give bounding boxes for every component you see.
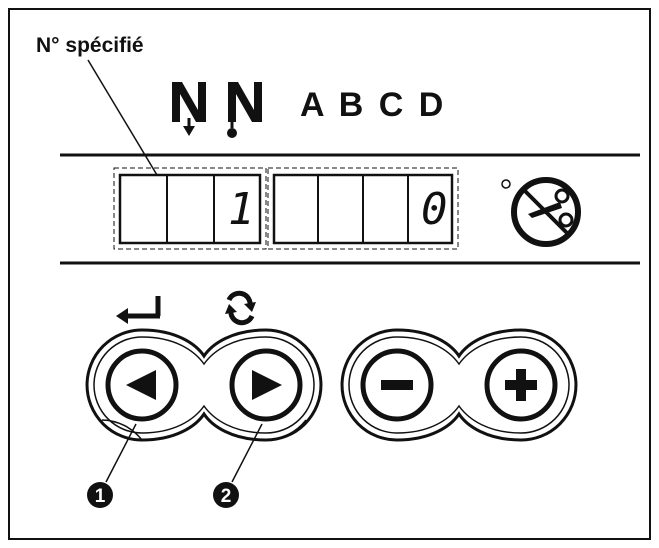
led-indicator-icon [501, 179, 511, 189]
left-display [113, 167, 267, 250]
minus-button[interactable] [360, 348, 434, 422]
specified-number-label: N° spécifié [36, 34, 144, 57]
left-arrow-icon [126, 370, 156, 400]
callout-1-number: 1 [95, 486, 106, 507]
mode-letters: A B C D [300, 86, 447, 124]
plus-icon [505, 369, 537, 401]
value-button-housing [340, 328, 578, 442]
callout-leader-2 [231, 423, 263, 483]
minus-icon [381, 380, 413, 390]
right-arrow-icon [252, 370, 282, 400]
callout-leader-1 [105, 423, 137, 483]
navigation-button-housing [85, 328, 323, 442]
right-arrow-button[interactable] [229, 348, 303, 422]
label-leader-line [87, 59, 158, 176]
left-display-digit-3: 1 [228, 184, 255, 235]
plus-button[interactable] [484, 348, 558, 422]
callout-2-number: 2 [221, 486, 232, 507]
callout-arc-1 [101, 419, 143, 441]
right-display-digit-4: 0 [421, 184, 448, 235]
panel-border [8, 8, 651, 540]
callout-1: 1 [87, 482, 113, 508]
refresh-icon [225, 290, 256, 326]
right-display [267, 167, 459, 250]
callout-2: 2 [213, 482, 239, 508]
left-arrow-button[interactable] [105, 348, 179, 422]
enter-icon [116, 296, 161, 324]
thread-trimmer-icon [511, 177, 581, 247]
down-arrow-n-icon [172, 82, 206, 136]
callout-arc-2 [265, 419, 307, 441]
bobbin-n-icon [227, 82, 262, 138]
